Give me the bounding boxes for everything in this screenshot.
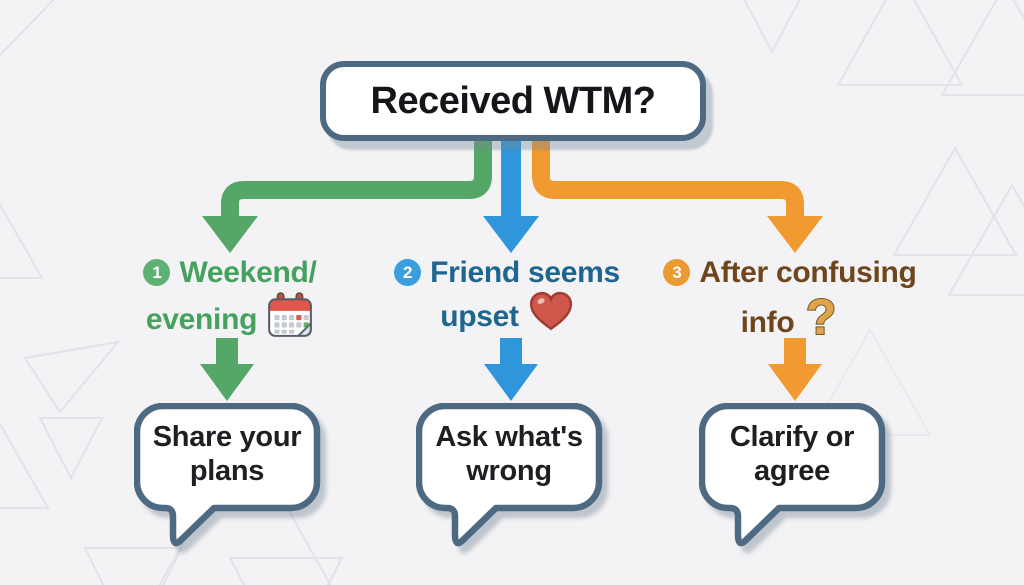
branch-text: evening bbox=[145, 303, 258, 336]
result-bubble-share-plans: Share your plans bbox=[134, 403, 334, 553]
connector-weekend bbox=[221, 130, 492, 218]
branch-label-weekend: 1 Weekend/ evening bbox=[55, 254, 405, 348]
branch-text: info bbox=[740, 306, 795, 339]
result-line: plans bbox=[189, 455, 265, 487]
branch-label-line: info ? bbox=[740, 288, 840, 354]
arrow-to-clarify-agree bbox=[768, 338, 822, 401]
arrow-to-ask-wrong bbox=[484, 338, 538, 401]
calendar-icon bbox=[266, 291, 314, 348]
number-badge-3: 3 bbox=[663, 259, 691, 286]
result-bubble-ask-wrong: Ask what's wrong bbox=[416, 403, 616, 553]
result-line: Clarify or bbox=[729, 421, 855, 453]
branch-label-line: 1 Weekend/ bbox=[143, 254, 317, 291]
result-text: Ask what's wrong bbox=[419, 420, 599, 488]
branch-text: upset bbox=[440, 300, 519, 333]
result-bubble-clarify-agree: Clarify or agree bbox=[699, 403, 899, 553]
branch-label-confusing: 3 After confusing info ? bbox=[615, 254, 965, 354]
heart-icon bbox=[528, 291, 574, 342]
result-text: Share your plans bbox=[137, 420, 317, 488]
branch-text: Friend seems bbox=[430, 256, 620, 289]
branch-text: Weekend/ bbox=[179, 256, 317, 289]
connector-confusing bbox=[532, 130, 804, 218]
branch-label-line: 2 Friend seems bbox=[394, 254, 620, 291]
result-line: wrong bbox=[466, 455, 552, 487]
question-icon: ? bbox=[803, 288, 839, 354]
decision-title: Received WTM? bbox=[370, 79, 656, 122]
connector-weekend-arrowhead bbox=[202, 216, 258, 253]
connector-upset-arrowhead bbox=[483, 216, 539, 253]
branch-label-line: upset bbox=[440, 291, 574, 342]
result-line: Share your bbox=[152, 421, 302, 453]
result-line: agree bbox=[754, 455, 830, 487]
decision-box: Received WTM? bbox=[320, 61, 706, 141]
svg-text:?: ? bbox=[806, 291, 836, 345]
number-badge-2: 2 bbox=[394, 259, 422, 286]
branch-text: After confusing bbox=[699, 256, 917, 289]
result-line: Ask what's bbox=[435, 421, 583, 453]
branch-label-line: evening bbox=[146, 291, 314, 348]
branch-label-upset: 2 Friend seems upset bbox=[332, 254, 682, 342]
branch-label-line: 3 After confusing bbox=[663, 254, 917, 291]
connector-confusing-arrowhead bbox=[767, 216, 823, 253]
number-badge-1: 1 bbox=[143, 259, 171, 286]
result-text: Clarify or agree bbox=[702, 420, 882, 488]
arrow-to-share-plans bbox=[200, 338, 254, 401]
